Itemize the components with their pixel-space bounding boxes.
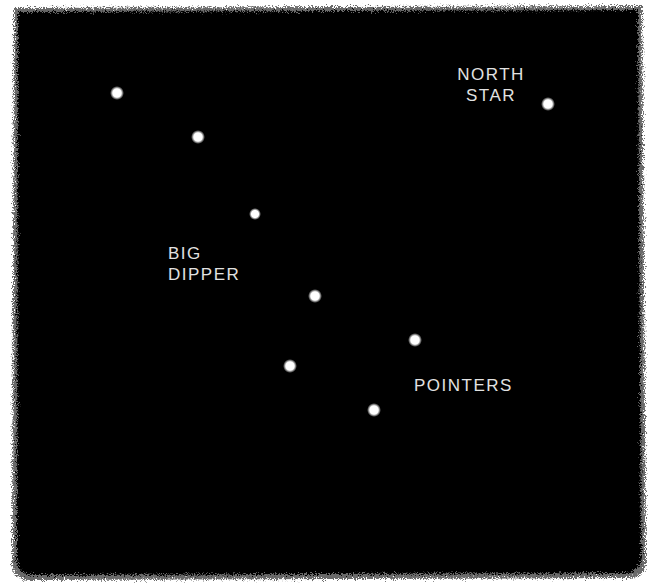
star bbox=[408, 333, 422, 347]
star bbox=[283, 359, 297, 373]
star bbox=[308, 289, 322, 303]
ragged-edge bbox=[12, 6, 646, 580]
star bbox=[367, 403, 381, 417]
star-label: POINTERS bbox=[414, 375, 513, 396]
star bbox=[191, 130, 205, 144]
stars bbox=[110, 86, 555, 417]
star bbox=[541, 97, 555, 111]
star-label: NORTH STAR bbox=[457, 64, 525, 106]
star bbox=[249, 208, 261, 220]
star-label: BIG DIPPER bbox=[168, 243, 240, 285]
star bbox=[110, 86, 124, 100]
black-panel bbox=[17, 10, 641, 575]
